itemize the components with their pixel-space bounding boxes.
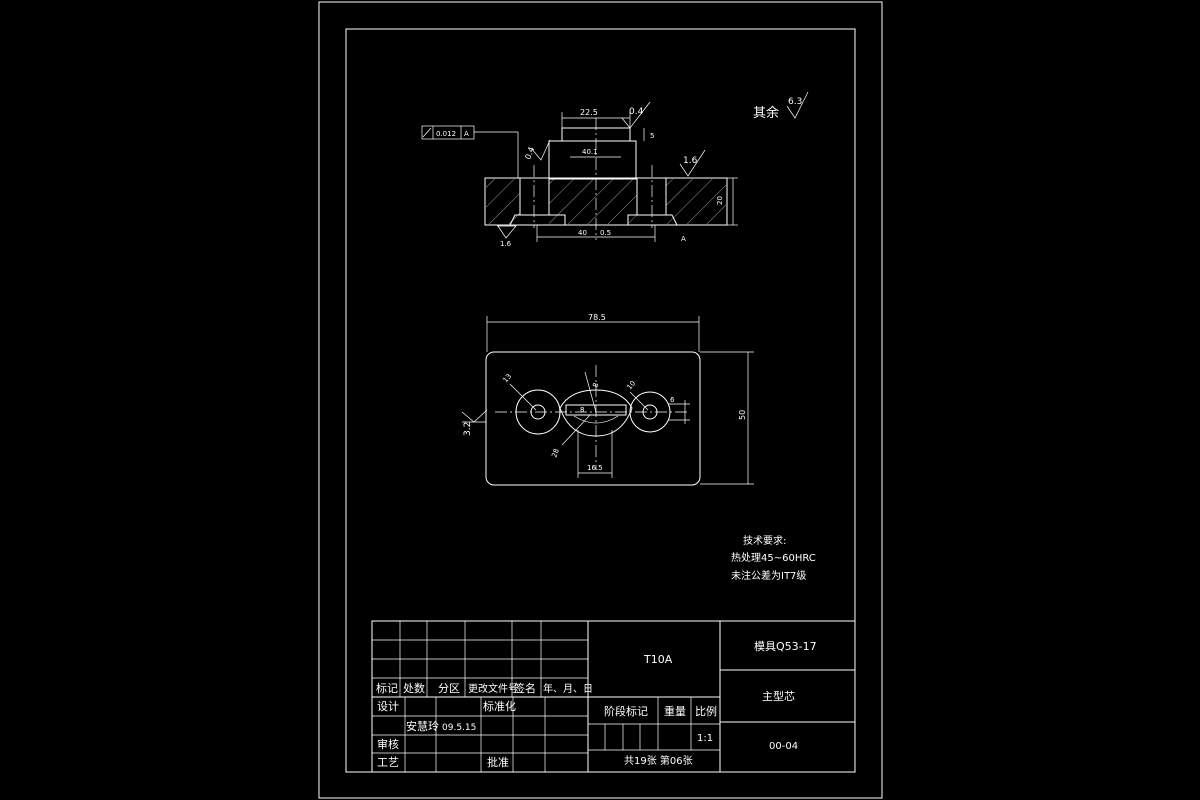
dim-boss-width: 40.1: [582, 148, 598, 156]
tb-count: 处数: [403, 682, 425, 695]
dim-hole-r: 8: [580, 406, 584, 414]
tb-design-date: 09.5.15: [442, 723, 476, 733]
tb-process: 工艺: [377, 756, 399, 769]
plan-dim-labels: 78.5 50 13 8 10 8 6 28 16.5 3.2: [463, 313, 747, 472]
tolerance-value: 0.012: [436, 130, 456, 138]
tb-scale-label: 比例: [695, 704, 717, 718]
roughness-others-value: 6.3: [788, 97, 802, 107]
rough-plan-left: 3.2: [463, 422, 473, 436]
plan-view: [461, 316, 754, 486]
tb-stage-mark: 阶段标记: [604, 704, 648, 718]
tb-sign: 签名: [514, 681, 536, 695]
tech-line-1: 热处理45~60HRC: [731, 551, 816, 564]
tb-drawing-title: 模具Q53-17: [754, 640, 817, 653]
title-block-text: 标记 处数 分区 更改文件号 签名 年、月、日 设计 标准化 安慧玲 09.5.…: [376, 640, 817, 769]
dim-bottom-width: 40: [578, 229, 587, 237]
technical-requirements: 技术要求: 热处理45~60HRC 未注公差为IT7级: [731, 534, 816, 582]
tb-docno: 更改文件号: [468, 682, 518, 695]
dim-small-r: 6: [670, 396, 675, 404]
dim-radius-a: 13: [501, 372, 513, 384]
datum-symbol-bottom: A: [681, 235, 686, 243]
roughness-others-label: 其余: [753, 105, 779, 121]
dim-base-height: 20: [716, 196, 724, 205]
tb-weight: 重量: [664, 704, 686, 718]
rough-right: 1.6: [683, 156, 698, 166]
tb-mark: 标记: [376, 681, 398, 695]
dim-bottom-tol: 0.5: [600, 229, 611, 237]
dim-top-width: 22.5: [580, 108, 598, 117]
tech-title: 技术要求:: [743, 534, 786, 547]
roughness-others-symbol: [786, 91, 809, 119]
outer-border: [318, 1, 883, 799]
tb-drawing-no: 00-04: [769, 741, 798, 752]
tb-design: 设计: [377, 700, 399, 713]
dim-plan-width: 78.5: [588, 313, 606, 322]
dim-plan-height: 50: [738, 410, 747, 420]
tb-designer: 安慧玲: [406, 719, 439, 733]
tb-part-name: 主型芯: [762, 689, 795, 703]
rough-upper-left: 0.4: [523, 146, 536, 161]
rough-bottom-left: 1.6: [500, 240, 512, 248]
dim-radius-c: 10: [625, 379, 637, 391]
tb-zone: 分区: [438, 682, 460, 695]
tech-line-2: 未注公差为IT7级: [731, 569, 806, 582]
section-view: [421, 101, 738, 242]
datum-letter: A: [464, 130, 469, 138]
dim-radius-d: 28: [550, 448, 561, 459]
dim-center-dist: 16.5: [587, 464, 603, 472]
section-dim-labels: 22.5 5 40.1 20 40 0.5 0.4 0.4 1.6 1.6 0.…: [436, 107, 724, 248]
dim-top-height: 5: [650, 132, 654, 140]
tb-scale: 1:1: [697, 733, 713, 744]
inner-frame: [345, 28, 856, 773]
rough-top-right: 0.4: [629, 107, 644, 117]
tb-standard: 标准化: [483, 699, 516, 713]
tb-sheets: 共19张 第06张: [624, 754, 693, 767]
tb-material: T10A: [643, 653, 673, 666]
title-block: [371, 620, 856, 773]
tb-approve: 批准: [487, 755, 509, 769]
dim-radius-b: 8: [591, 382, 600, 389]
tb-date: 年、月、日: [543, 682, 593, 695]
tb-review: 审核: [377, 737, 399, 751]
